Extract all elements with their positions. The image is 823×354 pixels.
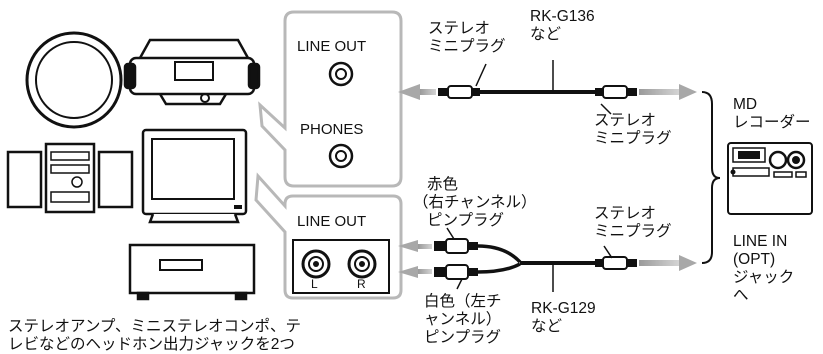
recorder-input-line3: ジャック [733, 269, 795, 286]
top-cable [398, 60, 697, 115]
recorder-input-line4: へ [733, 287, 749, 304]
recorder-input-label: LINE IN (OPT) ジャック へ [733, 233, 794, 305]
left-channel-label: L [311, 277, 318, 291]
top-left-plug-label: ステレオ ミニプラグ [428, 20, 506, 56]
recorder-title: MD レコーダー [733, 96, 811, 132]
television-icon [141, 128, 248, 224]
recorder-title-line2: レコーダー [733, 114, 811, 131]
bottom-right-plug-label: ステレオ ミニプラグ [594, 205, 672, 241]
white-plug-label: 白色（左チ ャンネル） ピンプラグ [424, 293, 502, 347]
top-left-plug-line2: ミニプラグ [428, 38, 506, 55]
top-right-plug-label: ステレオ ミニプラグ [594, 112, 672, 148]
caption-line1: ステレオアンプ、ミニステレオコンポ、テ [8, 318, 301, 335]
recorder-input-line2: (OPT) [733, 251, 776, 268]
right-channel-label: R [357, 277, 366, 291]
cd-player-icon [25, 31, 123, 129]
top-left-plug-line1: ステレオ [428, 20, 491, 37]
bottom-right-plug-line1: ステレオ [594, 205, 657, 222]
top-model-line1: RK-G136 [530, 8, 595, 25]
bottom-jack-panel [254, 172, 403, 300]
recorder-title-line1: MD [733, 96, 758, 113]
white-plug-line1: 白色（左チ [424, 293, 502, 310]
md-recorder-icon [727, 142, 813, 215]
white-plug-line3: ピンプラグ [424, 329, 502, 346]
bottom-cable [398, 227, 697, 292]
bottom-model-line2: など [531, 318, 563, 335]
red-plug-label: 赤色 （右チャンネル） ピンプラグ [413, 176, 537, 230]
recorder-brace [701, 91, 721, 264]
recorder-input-line1: LINE IN [733, 233, 788, 250]
cd-radio-icon [123, 38, 261, 106]
top-jack-panel [258, 10, 403, 188]
top-right-plug-line1: ステレオ [594, 112, 657, 129]
mini-stereo-icon [6, 142, 134, 214]
top-cable-model-label: RK-G136 など [530, 8, 595, 44]
top-model-line2: など [530, 26, 562, 43]
red-plug-line1: 赤色 [427, 176, 459, 193]
phones-label: PHONES [300, 121, 364, 138]
caption: ステレオアンプ、ミニステレオコンポ、テ レビなどのヘッドホン出力ジャックを2つ [8, 318, 301, 354]
bottom-model-line1: RK-G129 [531, 300, 596, 317]
bottom-right-plug-line2: ミニプラグ [594, 223, 672, 240]
caption-line2: レビなどのヘッドホン出力ジャックを2つ [8, 336, 295, 353]
red-plug-line3: ピンプラグ [427, 212, 505, 229]
red-plug-line2: （右チャンネル） [413, 194, 537, 211]
white-plug-line2: ャンネル） [424, 311, 502, 328]
bottom-line-out-label: LINE OUT [297, 213, 367, 230]
top-right-plug-line2: ミニプラグ [594, 130, 672, 147]
bottom-cable-model-label: RK-G129 など [531, 300, 596, 336]
top-line-out-label: LINE OUT [297, 38, 367, 55]
amplifier-icon [128, 243, 256, 301]
